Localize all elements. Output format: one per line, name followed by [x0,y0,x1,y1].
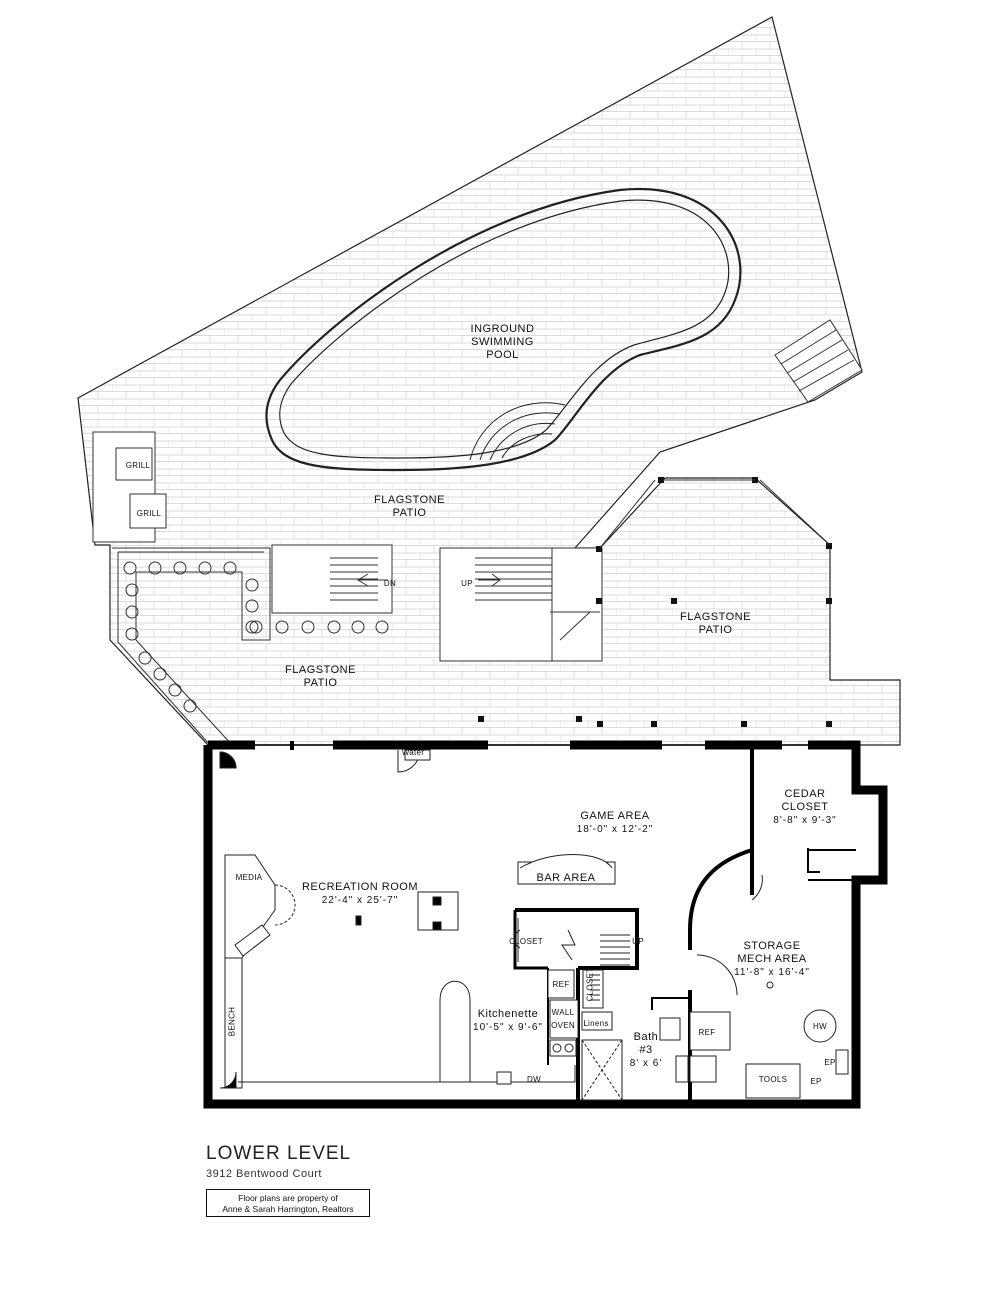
patio-right-label: FLAGSTONE PATIO [668,611,763,637]
copyright-line2: Anne & Sarah Harrington, Realtors [222,1204,354,1214]
patio-left-line2: PATIO [303,677,338,689]
pergola-posts [478,477,832,727]
swimming-pool [265,187,742,472]
cedar-closet-dim: 8'-8" x 9'-3" [773,815,837,826]
tools-label: TOOLS [758,1075,788,1084]
game-area-label: GAME AREA 18'-0" x 12'-2" [560,810,670,836]
grill-counter [92,431,167,543]
water-label: Water [401,748,425,757]
bath-line1: Bath [633,1031,659,1043]
patio-right-line2: PATIO [698,624,733,636]
closet-label-1: CLOSET [509,937,543,946]
grill-label-1: GRILL [125,461,151,470]
plan-title: LOWER LEVEL [206,1143,352,1164]
hw-label: HW [813,1022,827,1031]
dw-label: DW [527,1075,541,1084]
patio-top-line2: PATIO [392,507,427,519]
ep-label-1: EP [824,1058,836,1067]
plan-address: 3912 Bentwood Court [206,1168,322,1180]
interior-fixtures [219,749,849,1101]
storage-dim: 11'-8" x 16'-4" [734,967,810,978]
cedar-closet-label: CEDAR CLOSET 8'-8" x 9'-3" [760,788,850,827]
closet-label-2: CLOSET [585,967,595,1002]
stair-up-inside-label: UP [632,937,644,946]
pool-label-line1: INGROUND [470,323,535,335]
recreation-room-dim: 22'-4" x 25'-7" [321,895,399,906]
stair-dn-label: DN [383,579,397,588]
kitchenette-label: Kitchenette 10'-5" x 9'-6" [468,1008,548,1034]
bath-label: Bath #3 8' x 6' [628,1031,664,1070]
game-area-dim: 18'-0" x 12'-2" [576,824,654,835]
kitchenette-name: Kitchenette [477,1008,539,1020]
patio-left-line1: FLAGSTONE [285,664,356,676]
recreation-room-name: RECREATION ROOM [301,881,419,893]
patio-right-line1: FLAGSTONE [680,611,751,623]
grill-label-2: GRILL [136,509,162,518]
cedar-closet-line2: CLOSET [781,801,829,813]
ref-label-2: REF [698,1028,716,1037]
storage-label: STORAGE MECH AREA 11'-8" x 16'-4" [722,940,822,979]
recreation-room-label: RECREATION ROOM 22'-4" x 25'-7" [290,881,430,907]
pool-label-line2: SWIMMING [471,336,534,348]
pool-label-line3: POOL [486,349,519,361]
storage-line1: STORAGE [743,940,801,952]
bar-area-label: BAR AREA [536,872,596,884]
seating-wall [112,547,389,746]
storage-line2: MECH AREA [737,953,807,965]
outdoor-stairs [271,544,603,662]
cedar-closet-line1: CEDAR [784,788,826,800]
wall-oven-line1: WALL [551,1008,575,1017]
copyright-line1: Floor plans are property of [238,1193,338,1203]
bath-line2: #3 [639,1044,653,1056]
patio-top-line1: FLAGSTONE [374,494,445,506]
patio-top-label: FLAGSTONE PATIO [362,494,457,520]
bath-dim: 8' x 6' [629,1058,663,1069]
garden-steps [774,319,863,403]
stair-up-outside-label: UP [461,579,473,588]
game-area-name: GAME AREA [580,810,650,822]
ep-label-2: EP [810,1077,822,1086]
media-label: MEDIA [235,873,263,882]
wall-oven-line2: OVEN [551,1021,575,1030]
bench-label: BENCH [227,1006,237,1037]
patio-left-label: FLAGSTONE PATIO [273,664,368,690]
copyright-note: Floor plans are property of Anne & Sarah… [206,1189,370,1217]
linens-label: Linens [583,1019,609,1028]
wall-oven-label: WALL OVEN [549,1006,577,1032]
kitchenette-dim: 10'-5" x 9'-6" [473,1022,543,1033]
pool-label: INGROUND SWIMMING POOL [455,323,550,362]
ref-label-1: REF [552,980,570,989]
